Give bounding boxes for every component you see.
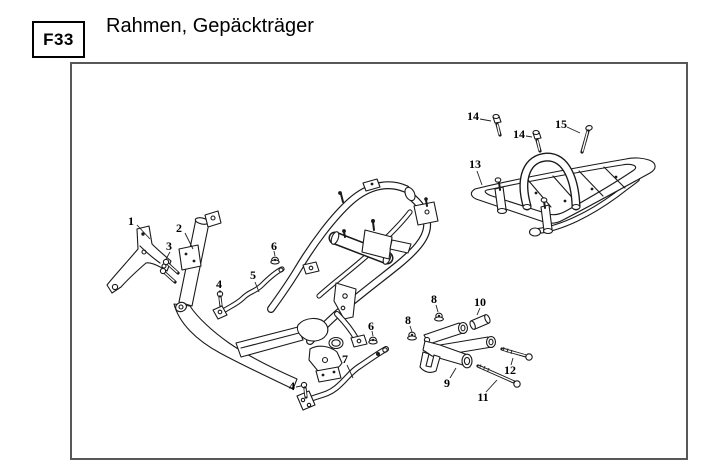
part-12-bolt [500, 346, 533, 361]
part-6-nut-upper [270, 256, 280, 265]
callout-4-upper: 4 [216, 277, 222, 293]
part-6-nut-lower [368, 336, 378, 345]
callout-8-right: 8 [431, 292, 439, 313]
callout-label: 6 [368, 319, 374, 333]
part-8-nut-right [434, 312, 444, 322]
callout-11: 11 [477, 379, 498, 404]
callout-label: 2 [176, 221, 182, 235]
callout-14-right: 14 [513, 127, 533, 141]
callout-label: 8 [405, 313, 411, 327]
part-10-spacer [469, 314, 491, 330]
callout-label: 5 [250, 268, 256, 282]
part-7-side-brace [296, 346, 389, 411]
section-code-box: F33 [32, 21, 85, 58]
callout-label: 6 [271, 239, 277, 253]
callout-label: 7 [342, 352, 348, 366]
part-14-bolt-left [492, 113, 502, 137]
callout-15: 15 [555, 117, 581, 134]
callout-2: 2 [176, 221, 194, 250]
callout-label: 1 [128, 214, 134, 228]
part-4-bolt-lower [300, 381, 308, 399]
part-11-bolt [476, 364, 521, 388]
callout-label: 14 [513, 127, 525, 141]
callout-label: 13 [469, 157, 481, 171]
part-8-nut-left [407, 331, 417, 341]
callout-3: 3 [165, 239, 172, 260]
callout-7: 7 [342, 352, 354, 379]
part-14-bolt-right [532, 129, 542, 153]
callout-12: 12 [504, 357, 516, 377]
part-4-bolt-upper [216, 290, 224, 308]
callout-9: 9 [444, 367, 457, 390]
part-1-mounting-bracket [106, 225, 172, 294]
callout-4-lower: 4 [289, 379, 302, 393]
callout-label: 10 [474, 295, 486, 309]
part-3-bolts [159, 258, 180, 284]
callouts: 1 2 3 4 5 6 6 [128, 109, 581, 404]
callout-label: 11 [477, 390, 488, 404]
part-5-cross-brace [212, 266, 285, 320]
section-code: F33 [43, 29, 74, 49]
callout-5: 5 [250, 268, 260, 293]
page-title: Rahmen, Gepäckträger [106, 15, 314, 37]
callout-label: 15 [555, 117, 567, 131]
callout-6-lower: 6 [368, 319, 374, 337]
part-9-engine-hanger [419, 321, 497, 373]
callout-label: 3 [166, 239, 172, 253]
frame-body [235, 178, 439, 383]
callout-8-left: 8 [405, 313, 413, 333]
callout-label: 14 [467, 109, 479, 123]
callout-6-upper: 6 [271, 239, 277, 257]
callout-label: 4 [289, 379, 295, 393]
callout-label: 12 [504, 363, 516, 377]
callout-label: 4 [216, 277, 222, 291]
callout-1: 1 [128, 214, 151, 240]
callout-10: 10 [474, 295, 486, 316]
part-13-luggage-carrier [470, 152, 656, 237]
callout-14-left: 14 [467, 109, 492, 123]
callout-label: 9 [444, 376, 450, 390]
part-15-bolt [580, 124, 593, 154]
callout-label: 8 [431, 292, 437, 306]
callout-13: 13 [469, 157, 483, 186]
